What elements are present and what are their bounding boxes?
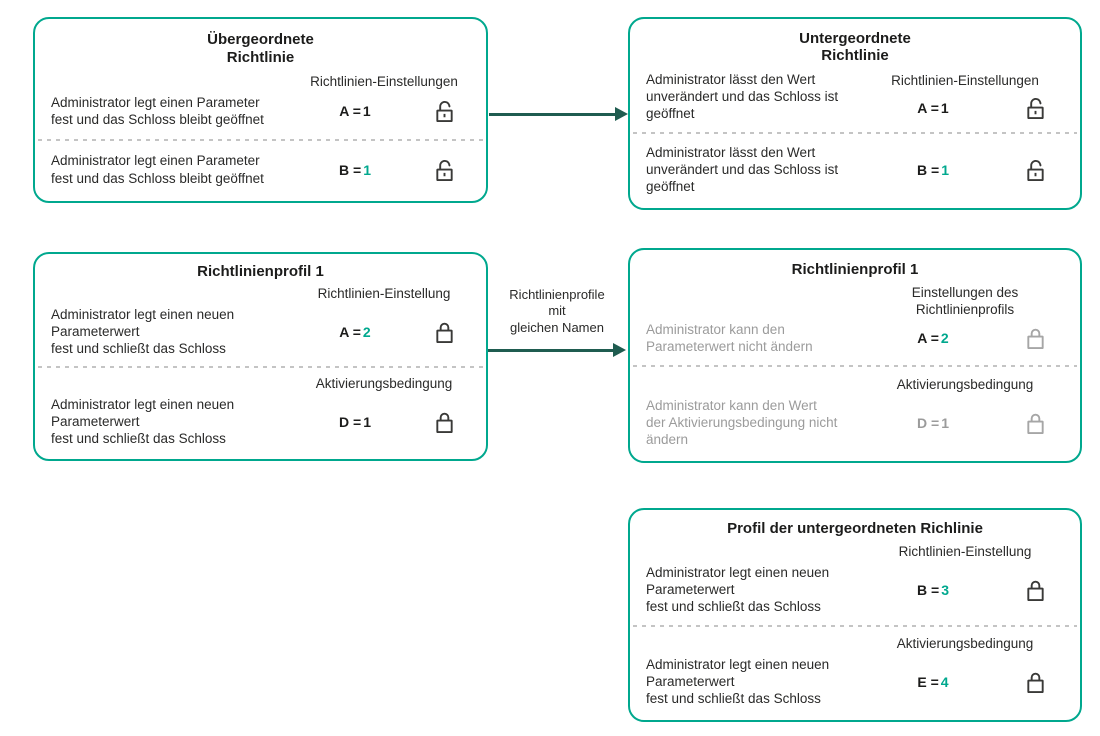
parameter-value: B =1 <box>863 162 1003 178</box>
description-text: Administrator legt einen neuen Parameter… <box>51 397 235 447</box>
closed-lock-icon <box>433 319 456 345</box>
settings-group-label: Einstellungen des Richtlinienprofils <box>911 284 1019 317</box>
parameter-number: 1 <box>363 161 371 178</box>
child-policy-box: Untergeordnete Richtlinie Richtlinien-Ei… <box>628 17 1082 210</box>
dashed-divider <box>633 365 1077 368</box>
parameter-number: 3 <box>941 581 949 598</box>
inheritance-arrow-head <box>615 107 628 121</box>
open-lock-icon <box>433 98 456 124</box>
description-text: Administrator legt einen Parameter fest … <box>51 153 264 186</box>
policy-profile1-box: Richtlinienprofil 1 Richtlinien-Einstell… <box>33 252 488 461</box>
parameter-value: B =1 <box>295 162 415 178</box>
policy-setting-row: Richtlinien-Einstellung Administrator le… <box>630 542 1080 617</box>
activation-condition-row: Aktivierungsbedingung Administrator legt… <box>630 634 1080 709</box>
box-title: Richtlinienprofil 1 <box>791 260 919 278</box>
closed-lock-icon <box>1024 577 1047 603</box>
closed-lock-icon <box>1024 410 1047 436</box>
parameter-number: 1 <box>940 100 949 117</box>
parameter-name: A = <box>339 323 361 340</box>
parameter-value: B =3 <box>863 582 1003 598</box>
parameter-number: 2 <box>362 323 371 340</box>
description-text: Administrator lässt den Wert unverändert… <box>646 144 839 195</box>
parameter-name: B = <box>339 161 362 178</box>
parameter-value: A =1 <box>863 100 1003 116</box>
policy-setting-row: Richtlinien-Einstellungen Administrator … <box>35 72 486 130</box>
parameter-name: B = <box>917 161 940 178</box>
settings-group-label: Richtlinien-Einstellung <box>317 286 451 302</box>
parameter-number: 2 <box>940 330 949 347</box>
policy-setting-row: Einstellungen des Richtlinienprofils Adm… <box>630 283 1080 358</box>
settings-group-label: Richtlinien-Einstellungen <box>891 72 1039 88</box>
parameter-number: 4 <box>940 673 949 690</box>
settings-group-label: Richtlinien-Einstellungen <box>310 74 458 90</box>
parameter-number: 1 <box>362 103 371 119</box>
parameter-name: B = <box>917 581 940 598</box>
description-text: Administrator legt einen Parameter fest … <box>51 94 264 127</box>
parameter-name: A = <box>339 103 361 119</box>
parameter-value: D =1 <box>295 414 415 430</box>
policy-setting-row: Administrator legt einen Parameter fest … <box>35 150 486 188</box>
dashed-divider <box>38 365 483 368</box>
dashed-divider <box>633 132 1077 135</box>
parent-policy-box: Übergeordnete Richtlinie Richtlinien-Ein… <box>33 17 488 203</box>
dashed-divider <box>633 624 1077 627</box>
inheritance-arrow-line <box>489 113 616 116</box>
parameter-name: E = <box>917 673 939 690</box>
description-text: Administrator legt einen neuen Parameter… <box>646 657 830 707</box>
description-text: Administrator lässt den Wert unverändert… <box>646 72 839 122</box>
profiles-arrow-label: Richtlinienprofile mit gleichen Namen <box>509 287 605 335</box>
parameter-value: A =2 <box>863 330 1003 346</box>
closed-lock-icon <box>433 409 456 435</box>
parameter-value: A =1 <box>295 103 415 119</box>
parameter-name: D = <box>917 414 940 431</box>
description-text: Administrator kann den Wert der Aktivier… <box>646 397 838 448</box>
box-title: Richtlinienprofil 1 <box>197 263 324 281</box>
closed-lock-icon <box>1024 325 1047 351</box>
parameter-number: 1 <box>941 161 949 178</box>
parameter-value: D =1 <box>863 415 1003 431</box>
policy-setting-row: Administrator lässt den Wert unverändert… <box>630 142 1080 197</box>
parameter-number: 1 <box>941 414 949 431</box>
description-text: Administrator kann den Parameterwert nic… <box>646 322 813 355</box>
open-lock-icon <box>433 157 456 183</box>
description-text: Administrator legt einen neuen Parameter… <box>51 307 235 357</box>
child-policy-profile-box: Profil der untergeordneten Richlinie Ric… <box>628 508 1082 722</box>
policy-setting-row: Richtlinien-Einstellungen Administrator … <box>630 69 1080 124</box>
parameter-value: A =2 <box>295 324 415 340</box>
box-title: Untergeordnete Richtlinie <box>799 29 911 65</box>
dashed-divider <box>38 139 483 142</box>
profiles-arrow-head <box>613 343 626 357</box>
parameter-name: D = <box>339 413 362 430</box>
activation-condition-row: Aktivierungsbedingung Administrator kann… <box>630 375 1080 450</box>
activation-condition-row: Aktivierungsbedingung Administrator legt… <box>35 374 486 449</box>
policy-setting-row: Richtlinien-Einstellung Administrator le… <box>35 284 486 359</box>
open-lock-icon <box>1024 157 1047 183</box>
inherited-profile1-box: Richtlinienprofil 1 Einstellungen des Ri… <box>628 248 1082 463</box>
description-text: Administrator legt einen neuen Parameter… <box>646 565 830 615</box>
open-lock-icon <box>1024 95 1047 121</box>
box-title: Profil der untergeordneten Richlinie <box>727 520 983 538</box>
settings-group-label: Aktivierungsbedingung <box>315 376 453 392</box>
closed-lock-icon <box>1024 669 1047 695</box>
settings-group-label: Aktivierungsbedingung <box>896 377 1034 393</box>
settings-group-label: Aktivierungsbedingung <box>896 636 1034 652</box>
parameter-name: A = <box>917 330 939 347</box>
parameter-value: E =4 <box>863 674 1003 690</box>
parameter-number: 1 <box>363 413 371 430</box>
box-title: Übergeordnete Richtlinie <box>207 31 314 66</box>
profiles-arrow-line <box>488 349 614 352</box>
settings-group-label: Richtlinien-Einstellung <box>898 544 1032 560</box>
parameter-name: A = <box>917 100 939 117</box>
